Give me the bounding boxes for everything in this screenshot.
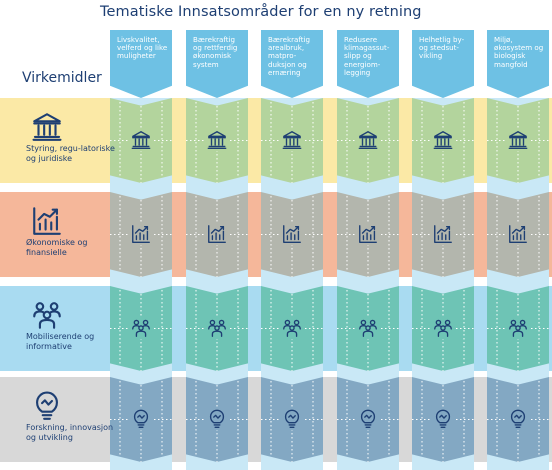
- matrix-cell: [337, 377, 399, 462]
- people-group-icon: [130, 316, 152, 339]
- matrix-cell: [487, 98, 549, 183]
- lightbulb-icon: [357, 407, 379, 430]
- government-building-icon: [432, 128, 454, 151]
- matrix-cell: [487, 286, 549, 371]
- government-building-icon: [206, 128, 228, 151]
- matrix-cell: [412, 377, 474, 462]
- lightbulb-icon: [281, 407, 303, 430]
- column-header: Bærekraftig arealbruk, matpro-duksjon og…: [261, 30, 323, 98]
- matrix-cell: [261, 286, 323, 371]
- people-group-icon: [357, 316, 379, 339]
- people-group-icon: [281, 316, 303, 339]
- column-header: Helhetlig by- og stedsut-vikling: [412, 30, 474, 98]
- matrix-cell: [110, 377, 172, 462]
- lightbulb-icon: [130, 407, 152, 430]
- column-header: Bærekraftig og rettferdig økonomisk syst…: [186, 30, 248, 98]
- bar-chart-icon: [130, 222, 152, 245]
- bar-chart-icon: [357, 222, 379, 245]
- column-header: Redusere klimagassut-slipp og energiom-l…: [337, 30, 399, 98]
- page-title: Tematiske Innsatsområder for en ny retni…: [100, 4, 422, 20]
- lightbulb-icon: [30, 389, 70, 429]
- matrix-cell: [412, 286, 474, 371]
- lightbulb-icon: [206, 407, 228, 430]
- column-header-label: Bærekraftig arealbruk, matpro-duksjon og…: [268, 35, 310, 77]
- bar-chart-icon: [432, 222, 454, 245]
- column-header: Livskvalitet, velferd og like muligheter: [110, 30, 172, 98]
- matrix-cell: [261, 377, 323, 462]
- matrix-cell: [261, 192, 323, 277]
- bar-chart-icon: [507, 222, 529, 245]
- matrix-cell: [186, 377, 248, 462]
- bar-chart-icon: [30, 204, 70, 244]
- lightbulb-icon: [432, 407, 454, 430]
- row-label: Styring, regu-latoriske og juridiske: [26, 144, 115, 163]
- lightbulb-icon: [507, 407, 529, 430]
- people-group-icon: [432, 316, 454, 339]
- row-header-label: Virkemidler: [22, 70, 102, 86]
- matrix-cell: [337, 286, 399, 371]
- government-building-icon: [357, 128, 379, 151]
- column-header-label: Livskvalitet, velferd og like muligheter: [117, 35, 168, 61]
- matrix-cell: [412, 98, 474, 183]
- column-header-label: Redusere klimagassut-slipp og energiom-l…: [344, 35, 390, 77]
- people-group-icon: [206, 316, 228, 339]
- matrix-cell: [261, 98, 323, 183]
- matrix-cell: [186, 286, 248, 371]
- government-building-icon: [30, 110, 70, 150]
- row-label: Økonomiske og finansielle: [26, 238, 88, 257]
- matrix-cell: [487, 377, 549, 462]
- bar-chart-icon: [281, 222, 303, 245]
- matrix-cell: [186, 98, 248, 183]
- column-header-label: Miljø, økosystem og biologisk mangfold: [494, 35, 544, 69]
- bar-chart-icon: [206, 222, 228, 245]
- column-header-label: Bærekraftig og rettferdig økonomisk syst…: [193, 35, 238, 69]
- government-building-icon: [507, 128, 529, 151]
- matrix-cell: [110, 286, 172, 371]
- matrix-cell: [412, 192, 474, 277]
- government-building-icon: [281, 128, 303, 151]
- government-building-icon: [130, 128, 152, 151]
- matrix-cell: [487, 192, 549, 277]
- column-header-label: Helhetlig by- og stedsut-vikling: [419, 35, 465, 61]
- matrix-cell: [110, 98, 172, 183]
- row-label: Mobiliserende og informative: [26, 332, 95, 351]
- matrix-cell: [186, 192, 248, 277]
- people-group-icon: [507, 316, 529, 339]
- matrix-cell: [337, 98, 399, 183]
- matrix-cell: [337, 192, 399, 277]
- people-group-icon: [30, 298, 70, 338]
- matrix-cell: [110, 192, 172, 277]
- row-label: Forskning, innovasjon og utvikling: [26, 423, 114, 442]
- column-header: Miljø, økosystem og biologisk mangfold: [487, 30, 549, 98]
